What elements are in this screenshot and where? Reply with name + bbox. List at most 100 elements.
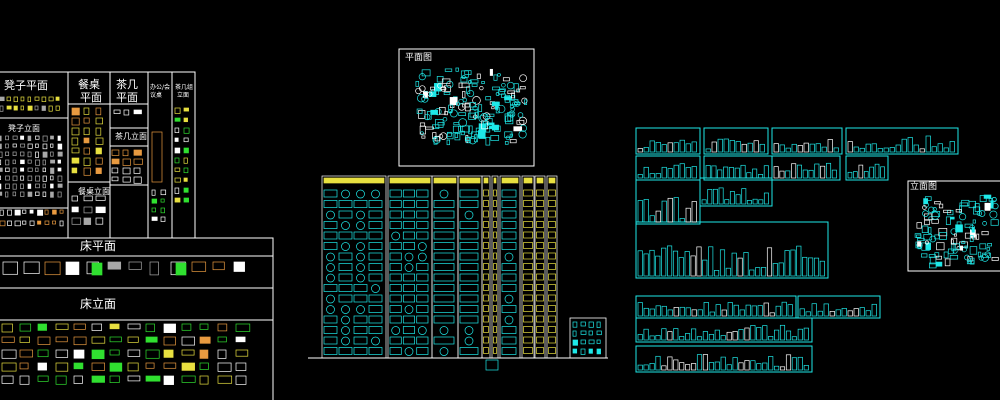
plan-view-block bbox=[474, 134, 478, 143]
small-detail-block bbox=[596, 348, 601, 355]
elevation-view-block bbox=[970, 257, 975, 265]
tea-set-block bbox=[174, 177, 181, 183]
elevation-sheet-block bbox=[820, 165, 826, 179]
elevation-view-block bbox=[944, 258, 951, 267]
catalog-block bbox=[389, 284, 402, 292]
elevation-sheet-block bbox=[637, 302, 643, 317]
elevation-sheet-block bbox=[823, 303, 829, 317]
elevation-sheet-block bbox=[655, 255, 661, 277]
plan-view-block bbox=[416, 108, 423, 114]
elevation-sheet-block bbox=[702, 354, 708, 371]
catalog-block bbox=[323, 221, 338, 229]
bed-elevation-block bbox=[127, 375, 141, 382]
plan-view-block bbox=[458, 82, 463, 89]
catalog-block bbox=[501, 231, 517, 240]
catalog-column bbox=[499, 175, 521, 359]
catalog-block bbox=[548, 284, 556, 291]
stool-block bbox=[0, 220, 6, 227]
catalog-block bbox=[353, 231, 368, 240]
stool-block bbox=[22, 220, 27, 225]
catalog-block bbox=[389, 242, 402, 250]
catalog-block bbox=[483, 326, 489, 333]
elevation-sheet-block bbox=[678, 257, 684, 277]
bed-elevation-block bbox=[55, 362, 69, 372]
stool-elevation-block bbox=[12, 167, 17, 174]
elevation-sheet-block bbox=[949, 141, 955, 153]
catalog-block bbox=[416, 189, 429, 198]
elevation-view-block bbox=[978, 210, 986, 217]
catalog-block bbox=[536, 347, 544, 354]
elevation-view-block bbox=[991, 257, 999, 261]
elevation-view-block bbox=[972, 219, 976, 224]
stool-elevation-block bbox=[35, 159, 41, 166]
catalog-block bbox=[389, 221, 402, 229]
dining-table-elevation-block bbox=[95, 206, 106, 214]
bed-elevation-block bbox=[55, 336, 68, 343]
elevation-sheet-block bbox=[889, 147, 895, 153]
catalog-block bbox=[341, 336, 350, 346]
bed-elevation-block bbox=[73, 336, 87, 346]
stool-elevation-block bbox=[35, 143, 39, 148]
dining-table-plan-label: 餐桌 bbox=[78, 78, 100, 91]
elevation-sheet-block bbox=[723, 166, 729, 179]
bed-elevation-block bbox=[91, 362, 105, 371]
bed-elevation-block bbox=[55, 349, 69, 358]
stool-elevation-block bbox=[42, 151, 48, 158]
plan-view-block bbox=[444, 68, 453, 72]
elevation-sheet-block bbox=[701, 199, 707, 205]
plan-view-block bbox=[506, 81, 515, 90]
dining-table-block bbox=[71, 107, 80, 116]
stool-elevation-block bbox=[5, 183, 10, 189]
elevation-view-block bbox=[916, 222, 922, 229]
elevation-sheet-block bbox=[729, 191, 735, 205]
stool-elevation-block bbox=[12, 151, 17, 156]
catalog-block bbox=[433, 242, 455, 250]
bed-elevation-block bbox=[109, 362, 123, 372]
catalog-block bbox=[483, 242, 489, 249]
plan-view-block bbox=[462, 97, 468, 103]
bed-elevation-frame bbox=[0, 287, 274, 400]
tea-set-block bbox=[174, 197, 181, 203]
elevation-sheet-block bbox=[655, 173, 661, 179]
tea-set-block bbox=[183, 117, 188, 123]
catalog-block bbox=[323, 200, 338, 208]
plan-view-block bbox=[415, 81, 420, 87]
elevation-view-block bbox=[979, 243, 987, 250]
bed-elevation-block bbox=[19, 375, 30, 385]
elevation-sheet-block bbox=[661, 166, 667, 179]
stool-elevation-block bbox=[5, 151, 10, 156]
elevation-sheet-block bbox=[803, 365, 809, 371]
tea-set-block bbox=[183, 157, 188, 164]
elevation-sheet-block bbox=[709, 311, 715, 317]
dining-table-block bbox=[71, 117, 80, 126]
catalog-block bbox=[523, 273, 533, 281]
stool-elevation-block bbox=[5, 167, 10, 172]
elevation-view-block bbox=[921, 225, 929, 233]
elevation-sheet-block bbox=[740, 164, 746, 179]
elevation-sheet-block bbox=[858, 164, 864, 179]
bed-elevation-block bbox=[37, 336, 51, 345]
elevation-view-block bbox=[981, 231, 989, 236]
bed-plan-block bbox=[107, 261, 122, 270]
tea-table-elevation-block bbox=[133, 149, 142, 156]
tea-table-elevation-block bbox=[122, 149, 129, 157]
stool-elevation-block bbox=[57, 159, 61, 164]
elevation-sheet-block bbox=[826, 162, 832, 179]
plan-view-block bbox=[495, 107, 500, 114]
plan-view-title: 平面图 bbox=[405, 53, 433, 63]
plan-view-block bbox=[419, 122, 426, 127]
elevation-sheet-block bbox=[874, 163, 880, 179]
catalog-block bbox=[523, 347, 533, 354]
elevation-sheet-block bbox=[655, 142, 661, 153]
elevation-sheet-block bbox=[679, 336, 685, 341]
plan-view-block bbox=[439, 132, 448, 140]
stool-elevation-block bbox=[57, 151, 63, 157]
dining-table-block bbox=[95, 157, 103, 165]
dining-table-block bbox=[95, 117, 103, 125]
plan-view-block bbox=[427, 91, 433, 97]
plan-view-block bbox=[454, 133, 461, 141]
catalog-block bbox=[338, 263, 353, 271]
catalog-block bbox=[548, 252, 556, 260]
elevation-sheet-block bbox=[724, 199, 730, 205]
